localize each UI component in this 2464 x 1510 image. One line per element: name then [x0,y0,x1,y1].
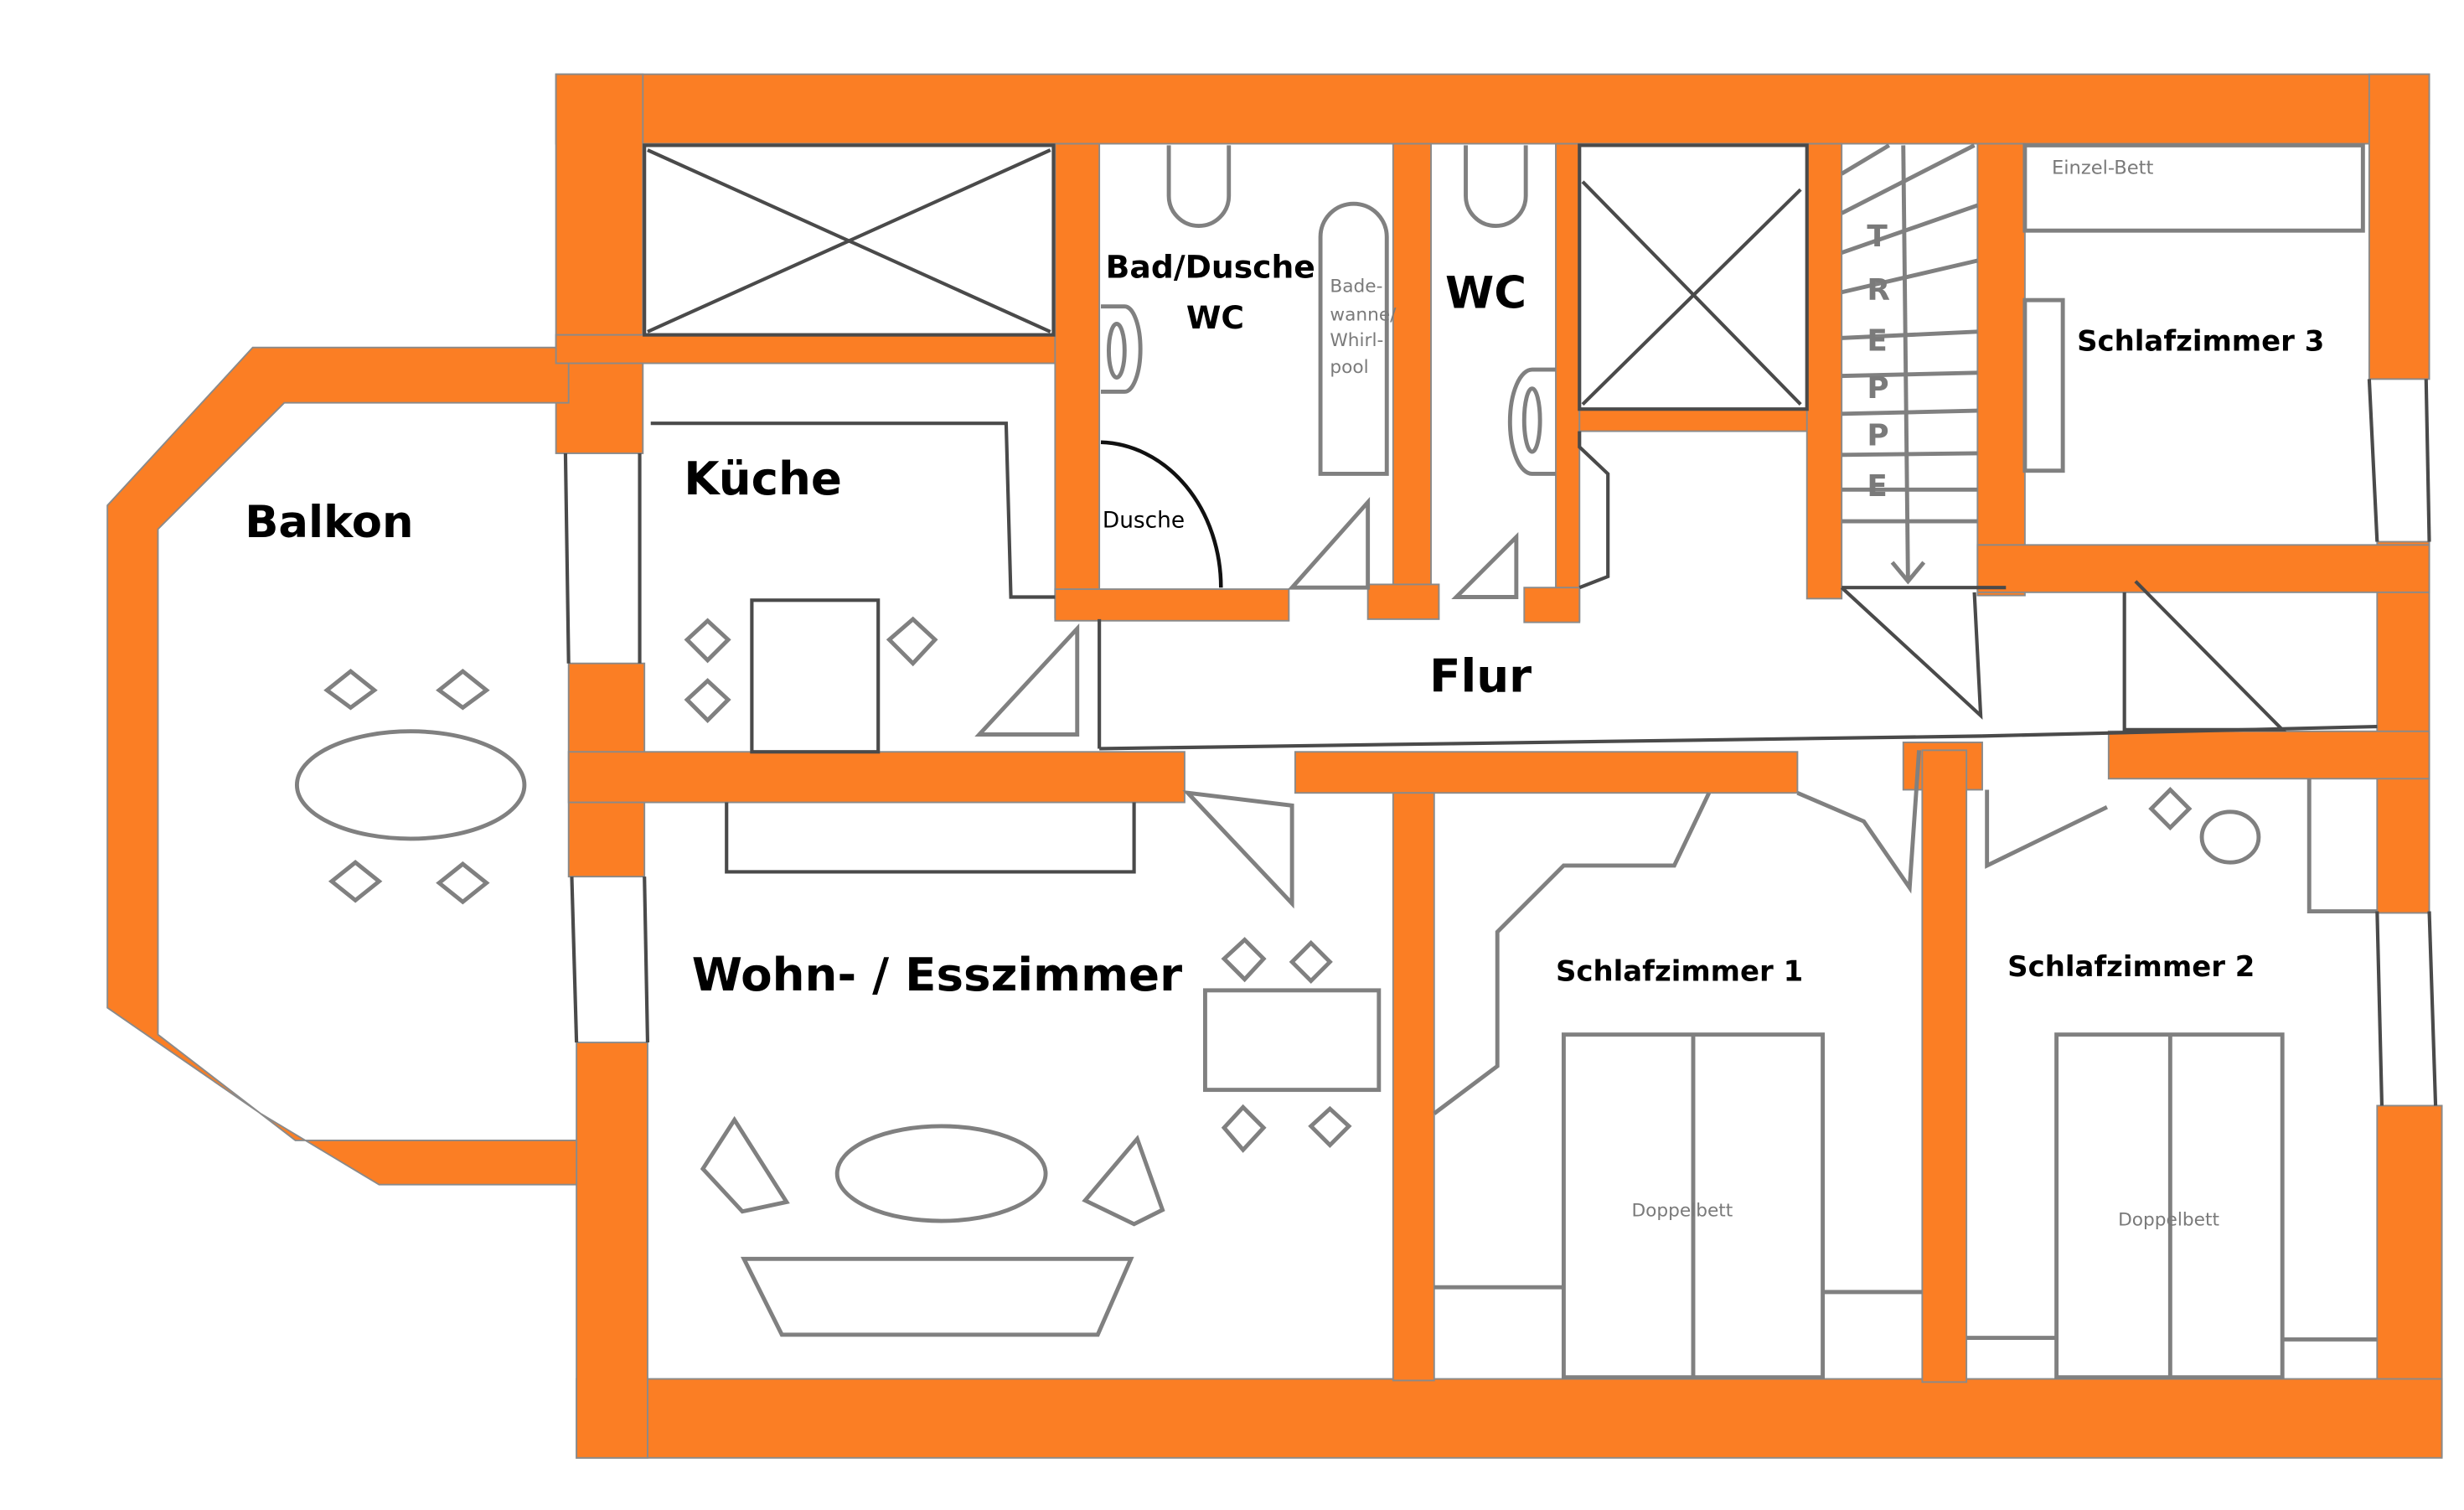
walls [106,73,2443,1459]
wc-toilet-seat [1521,386,1542,454]
stair-door [1840,586,1983,720]
sideboard [725,802,1136,874]
schlafzimmer1-label: Schlafzimmer 1 [1556,956,1803,989]
wall-sz2-top [2107,730,2430,780]
wall-right-upper [2368,73,2430,380]
balcony-chair [436,861,490,905]
kitchen-chair [684,618,731,664]
wc-label: WC [1445,268,1526,319]
wall-flur-bottom [1294,751,1799,794]
kitchen-table [750,598,881,754]
sz2-wardrobe [2306,778,2378,914]
wall-wohn-sz1 [1392,792,1435,1382]
double-bed-label: Doppelbett [2118,1210,2219,1231]
balcony-chair [436,668,490,711]
bad-door [1287,496,1371,590]
dining-chair [1308,1105,1352,1149]
stair-arrow [1901,145,1910,582]
wall-wc-right [1555,142,1581,622]
wall-bottom [576,1378,2443,1459]
single-bed-label: Einzel-Bett [2052,157,2154,178]
shower-label: Dusche [1103,509,1185,534]
balcony-table [294,729,527,841]
toilet-seat [1106,321,1127,380]
double-bed-label: Doppelbett [1631,1200,1733,1221]
wohn-door [1182,789,1294,909]
wc-door [1451,531,1519,599]
kitchen-chair [886,616,938,667]
dining-table [1202,988,1382,1093]
sz3-door [2122,580,2287,732]
wall-kitchen-bottom [567,751,1186,804]
sz1-door [1796,750,1922,894]
wall-right-mid [2376,540,2430,914]
bathtub [1318,201,1389,476]
sz1-wardrobe [1433,792,1712,1115]
wall-left-top [555,73,644,454]
storage-2 [1578,143,1809,411]
armchair-left [700,1115,790,1214]
armchair-right [1082,1135,1165,1227]
wall-top [555,73,2430,145]
room-bad: Bad/Dusche WC Bade- wanne/ Whirl- pool D… [1100,145,1402,590]
balcony-chair [328,860,383,903]
wall-wc-foot [1523,587,1581,623]
schlafzimmer3-label: Schlafzimmer 3 [2077,325,2324,358]
storage-1 [643,143,1056,337]
wall-bad-bottom [1054,588,1290,622]
wall-bad-wc [1392,142,1432,618]
sofa [740,1256,1134,1337]
shower-curve [1100,440,1223,588]
balcony-chair [323,668,378,711]
room-schlafzimmer1: Schlafzimmer 1 Doppelbett [1433,750,1923,1380]
kitchen-door [974,623,1080,737]
wall-sz3-bottom [1976,544,2430,593]
wall-kitchen-top [555,334,1060,365]
sz2-chair [2148,787,2193,831]
wc-toilet [1507,367,1556,476]
stairs: T R E P P E [1840,143,2007,720]
sz2-door [1985,789,2109,869]
wall-bad-left [1054,142,1101,618]
room-balkon: Balkon [245,452,650,1043]
dining-chair [1289,939,1333,985]
kitchen-counter [650,421,1056,599]
bathtub-label: Bade- wanne/ Whirl- pool [1330,277,1402,378]
wall-sz1-sz2 [1921,749,1968,1383]
wall-stair-right [1976,142,2026,597]
toilet [1101,304,1143,394]
wall-bad-wc-foot [1366,583,1440,620]
stair-arrowhead [1890,561,1926,585]
sink [1166,145,1232,228]
room-kueche: Küche [650,421,1080,754]
wall-left-bottom [576,1042,648,1459]
room-schlafzimmer2: Schlafzimmer 2 Doppelbett [1966,778,2438,1380]
room-flur: Flur [1098,431,2378,751]
dining-chair [1221,937,1267,983]
room-wc: WC [1445,145,1556,599]
wall-storage2-bottom [1578,408,1815,432]
balkon-label: Balkon [245,497,413,548]
wc-sink [1464,145,1528,228]
dining-chair [1221,1104,1267,1153]
room-wohnzimmer: Wohn- / Esszimmer [692,789,1382,1337]
kueche-label: Küche [684,452,842,505]
bad-label: Bad/Dusche WC [1106,249,1326,336]
kitchen-chair [684,678,731,723]
wall-stair-left [1805,142,1843,600]
room-schlafzimmer3: Einzel-Bett Schlafzimmer 3 [2022,142,2431,732]
treppe-letters: T R E P P E [1867,220,1900,504]
sz2-table [2199,809,2261,865]
schlafzimmer2-label: Schlafzimmer 2 [2007,951,2255,984]
balcony-wall [106,346,578,1186]
coffee-table [834,1124,1048,1223]
flur-label: Flur [1429,649,1532,703]
single-bed [2022,142,2365,233]
wohnzimmer-label: Wohn- / Esszimmer [692,948,1182,1001]
nightstand [2022,297,2065,473]
